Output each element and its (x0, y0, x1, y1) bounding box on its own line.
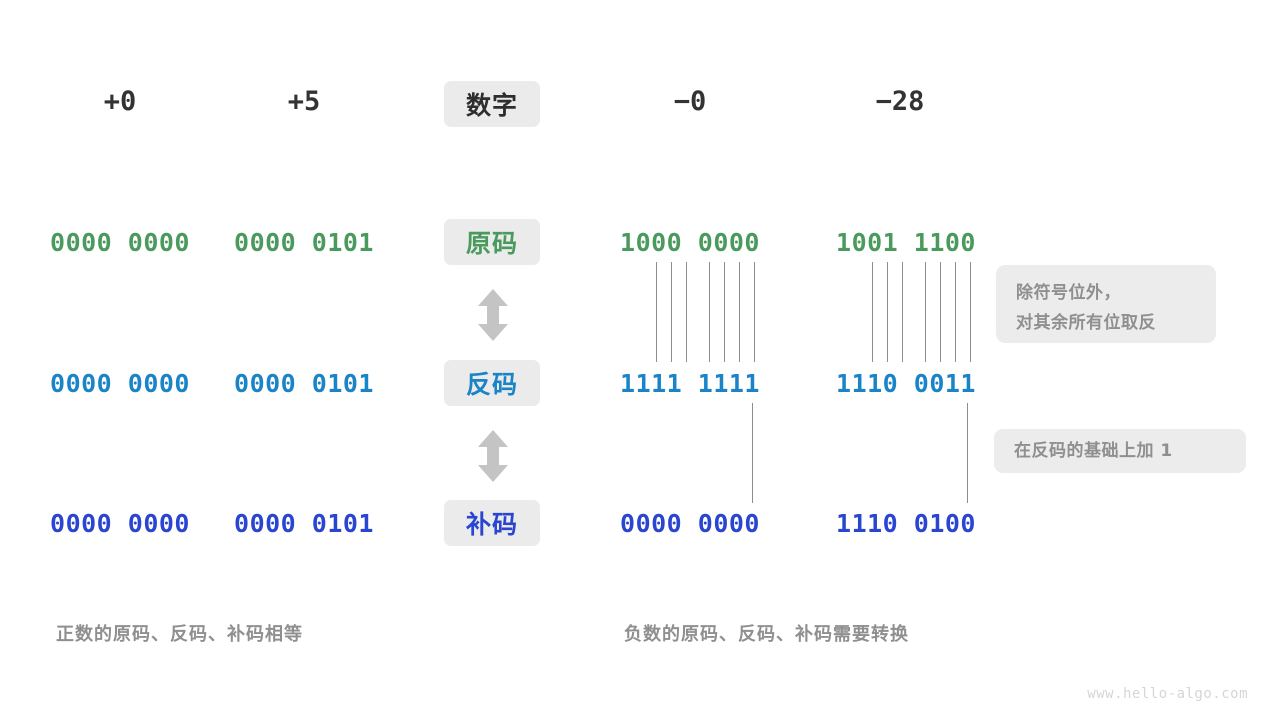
connector-line (887, 262, 888, 362)
row-label-ones-complement: 反码 (444, 360, 540, 406)
row-label-twos-complement: 补码 (444, 500, 540, 546)
double-arrow-icon-upper (474, 289, 512, 345)
column-header-plus-five: +5 (287, 86, 321, 117)
bits-ones-complement-plus-five: 0000 0101 (234, 369, 374, 398)
bits-sign-magnitude-minus-zero: 1000 0000 (620, 228, 760, 257)
bits-sign-magnitude-plus-five: 0000 0101 (234, 228, 374, 257)
connector-line (724, 262, 725, 362)
note-invert-bits: 除符号位外， 对其余所有位取反 (996, 265, 1216, 343)
bits-ones-complement-minus-zero: 1111 1111 (620, 369, 760, 398)
connector-line (925, 262, 926, 362)
connector-line (709, 262, 710, 362)
bits-ones-complement-plus-zero: 0000 0000 (50, 369, 190, 398)
column-header-minus-28: −28 (875, 86, 925, 117)
bits-sign-magnitude-minus-28: 1001 1100 (836, 228, 976, 257)
watermark: www.hello-algo.com (1087, 686, 1248, 702)
connector-line (686, 262, 687, 362)
connector-line (940, 262, 941, 362)
bits-twos-complement-minus-zero: 0000 0000 (620, 509, 760, 538)
bits-twos-complement-plus-five: 0000 0101 (234, 509, 374, 538)
connector-line (970, 262, 971, 362)
connector-line (671, 262, 672, 362)
caption-negative: 负数的原码、反码、补码需要转换 (624, 624, 909, 645)
double-arrow-icon-lower (474, 430, 512, 486)
connector-line (967, 403, 968, 503)
connector-line (752, 403, 753, 503)
bits-ones-complement-minus-28: 1110 0011 (836, 369, 976, 398)
column-header-minus-zero: −0 (673, 86, 707, 117)
connector-line (656, 262, 657, 362)
connector-line (872, 262, 873, 362)
connector-line (739, 262, 740, 362)
connector-line (754, 262, 755, 362)
connector-line (902, 262, 903, 362)
connector-line (955, 262, 956, 362)
column-header-plus-zero: +0 (103, 86, 137, 117)
caption-positive: 正数的原码、反码、补码相等 (56, 624, 303, 645)
note-add-one: 在反码的基础上加 1 (994, 429, 1246, 473)
bits-sign-magnitude-plus-zero: 0000 0000 (50, 228, 190, 257)
bits-twos-complement-plus-zero: 0000 0000 (50, 509, 190, 538)
row-label-sign-magnitude: 原码 (444, 219, 540, 265)
row-label-number: 数字 (444, 81, 540, 127)
bits-twos-complement-minus-28: 1110 0100 (836, 509, 976, 538)
